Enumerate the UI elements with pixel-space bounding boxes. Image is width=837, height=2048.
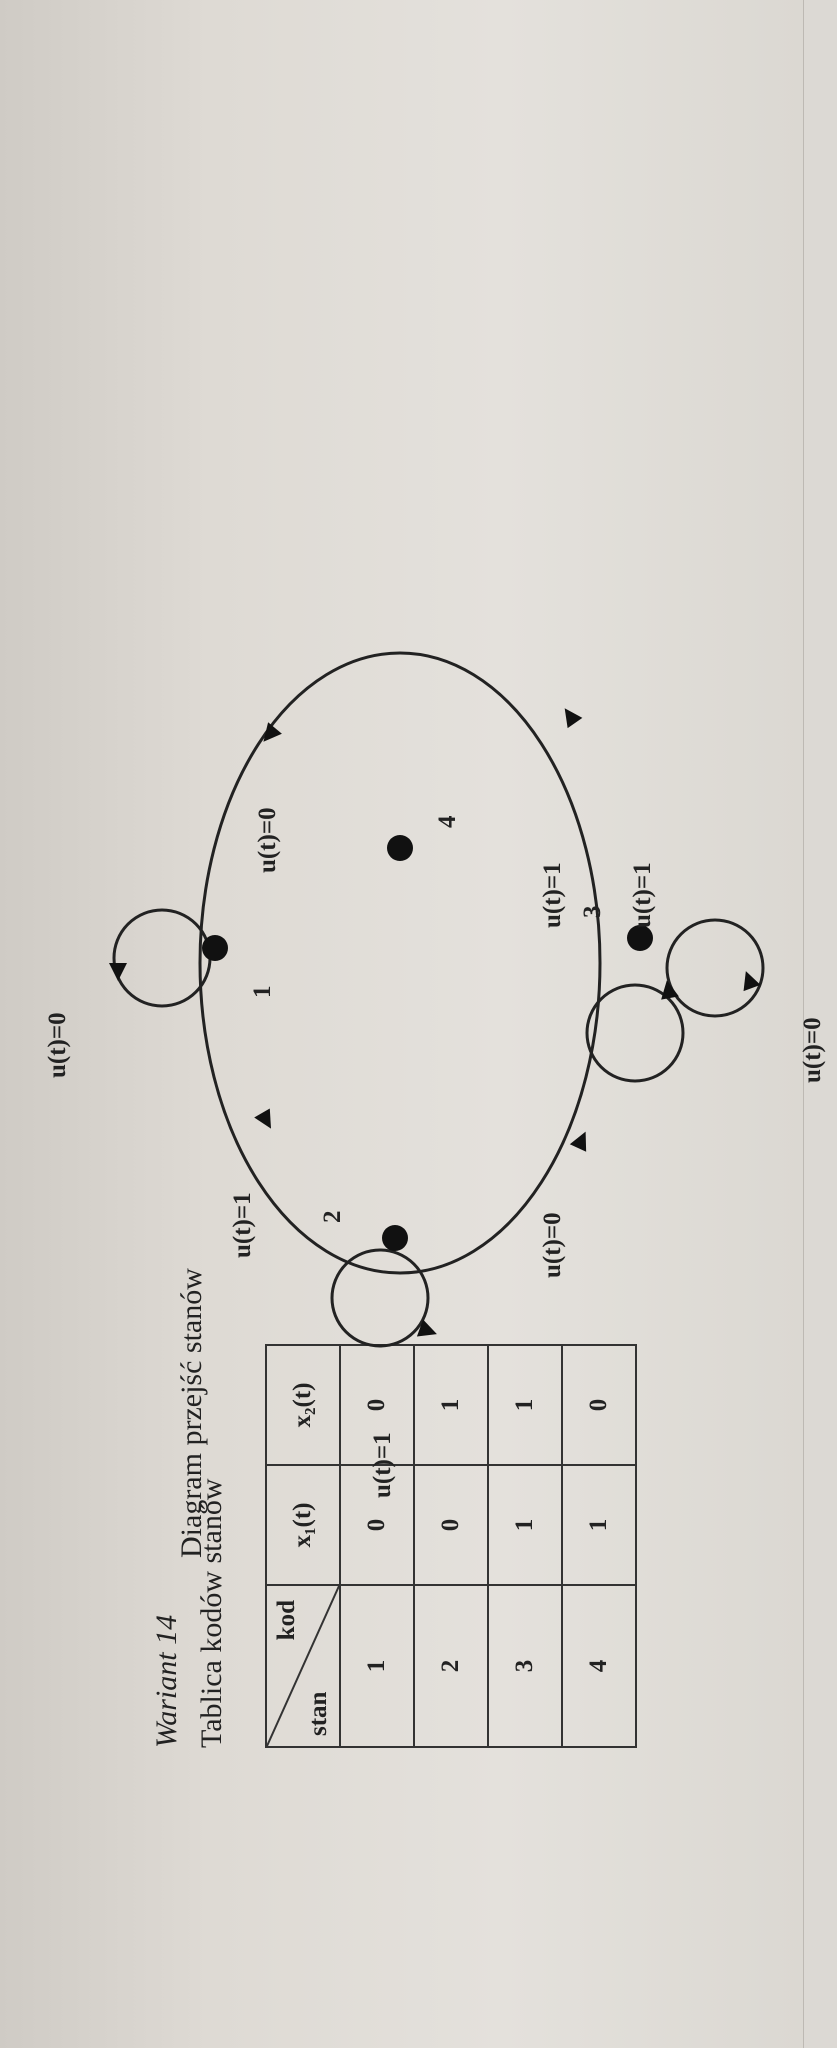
state-node-1: [202, 935, 228, 961]
state-code-table: kod stan x₁(t) x₂(t) 1 0 0 2 0 1 3 1 1 4…: [265, 1344, 637, 1748]
diagram-title: Diagram przejść stanów: [175, 1268, 208, 1558]
state-label-4: 4: [434, 815, 461, 828]
loop-label-2: u(t)=1: [369, 1432, 396, 1498]
transition-cycle: [198, 651, 602, 1275]
arrow-4-to-1: [263, 722, 282, 742]
arrow-2-to-3: [569, 1131, 587, 1152]
state-label-3: 3: [579, 906, 606, 919]
loop-label-4: u(t)=1: [629, 862, 656, 928]
transition-label-1-2: u(t)=1: [229, 1192, 256, 1258]
state-label-1: 1: [249, 986, 276, 999]
loop-label-1: u(t)=0: [44, 1012, 71, 1078]
table-header-row: kod stan x₁(t) x₂(t): [266, 1345, 340, 1747]
transition-label-3-4: u(t)=1: [539, 862, 566, 928]
self-loop-state-3: [665, 918, 765, 1018]
arrow-loop-2: [416, 1319, 437, 1337]
arrow-1-to-2: [254, 1108, 271, 1129]
table-corner-cell: kod stan: [266, 1585, 340, 1747]
paper-edge: [803, 0, 837, 2048]
arrow-loop-4: [661, 980, 679, 1000]
state-node-3: [627, 925, 653, 951]
state-node-4: [387, 835, 413, 861]
transition-label-4-1: u(t)=0: [254, 807, 281, 873]
corner-diagonal: [267, 1586, 339, 1746]
arrow-loop-3: [743, 971, 761, 992]
arrow-3-to-4: [564, 708, 583, 729]
transition-label-2-3: u(t)=0: [539, 1212, 566, 1278]
loop-label-3: u(t)=0: [799, 1017, 826, 1083]
self-loop-state-4: [585, 983, 685, 1083]
self-loop-state-1: [112, 908, 212, 1008]
state-label-2: 2: [319, 1211, 346, 1224]
arrow-loop-1: [109, 963, 127, 981]
state-node-2: [382, 1225, 408, 1251]
self-loop-state-2: [330, 1248, 430, 1348]
